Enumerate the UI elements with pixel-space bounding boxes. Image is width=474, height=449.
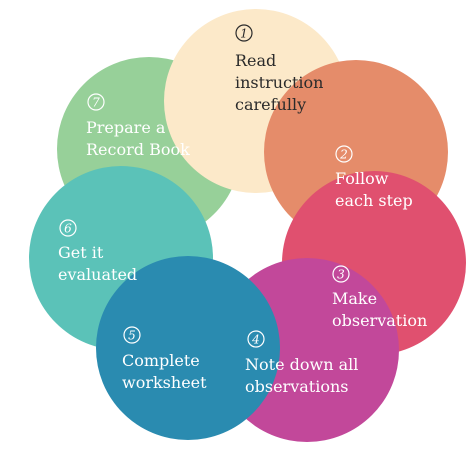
step-3-number: 3 xyxy=(337,268,345,282)
step-1-text-line: instruction xyxy=(235,73,323,92)
step-6-number: 6 xyxy=(64,222,72,236)
step-3-text-line: Make xyxy=(332,289,377,308)
step-2-number-badge xyxy=(335,145,353,163)
step-4-text-line: Note down all xyxy=(245,355,358,374)
step-5-text-line: Complete xyxy=(122,351,200,370)
step-1-text-line: carefully xyxy=(235,95,306,114)
step-2-text-line: Follow xyxy=(335,169,389,188)
step-7-text-line: Prepare a xyxy=(86,118,166,137)
step-7-number-badge xyxy=(87,93,105,111)
step-5-number: 5 xyxy=(128,329,136,343)
step-1-number-badge xyxy=(235,24,253,42)
step-5-circle xyxy=(96,256,280,440)
step-3-number-badge xyxy=(332,265,350,283)
step-7-text-line: Record Book xyxy=(86,140,190,159)
step-5-number-badge xyxy=(123,326,141,344)
step-1-number: 1 xyxy=(240,27,248,41)
step-1-text-line: Read xyxy=(235,51,276,70)
step-4-text-line: observations xyxy=(245,377,348,396)
step-7-number: 7 xyxy=(92,96,100,110)
step-5-text-line: worksheet xyxy=(122,373,207,392)
step-6-number-badge xyxy=(59,219,77,237)
step-4-number-badge xyxy=(247,330,265,348)
step-2-number: 2 xyxy=(339,148,348,162)
step-4-number: 4 xyxy=(251,333,260,347)
step-2-text-line: each step xyxy=(335,191,413,210)
step-3-text-line: observation xyxy=(332,311,427,330)
step-6-text-line: evaluated xyxy=(58,265,137,284)
step-circles xyxy=(29,9,466,442)
step-6-text-line: Get it xyxy=(58,243,104,262)
